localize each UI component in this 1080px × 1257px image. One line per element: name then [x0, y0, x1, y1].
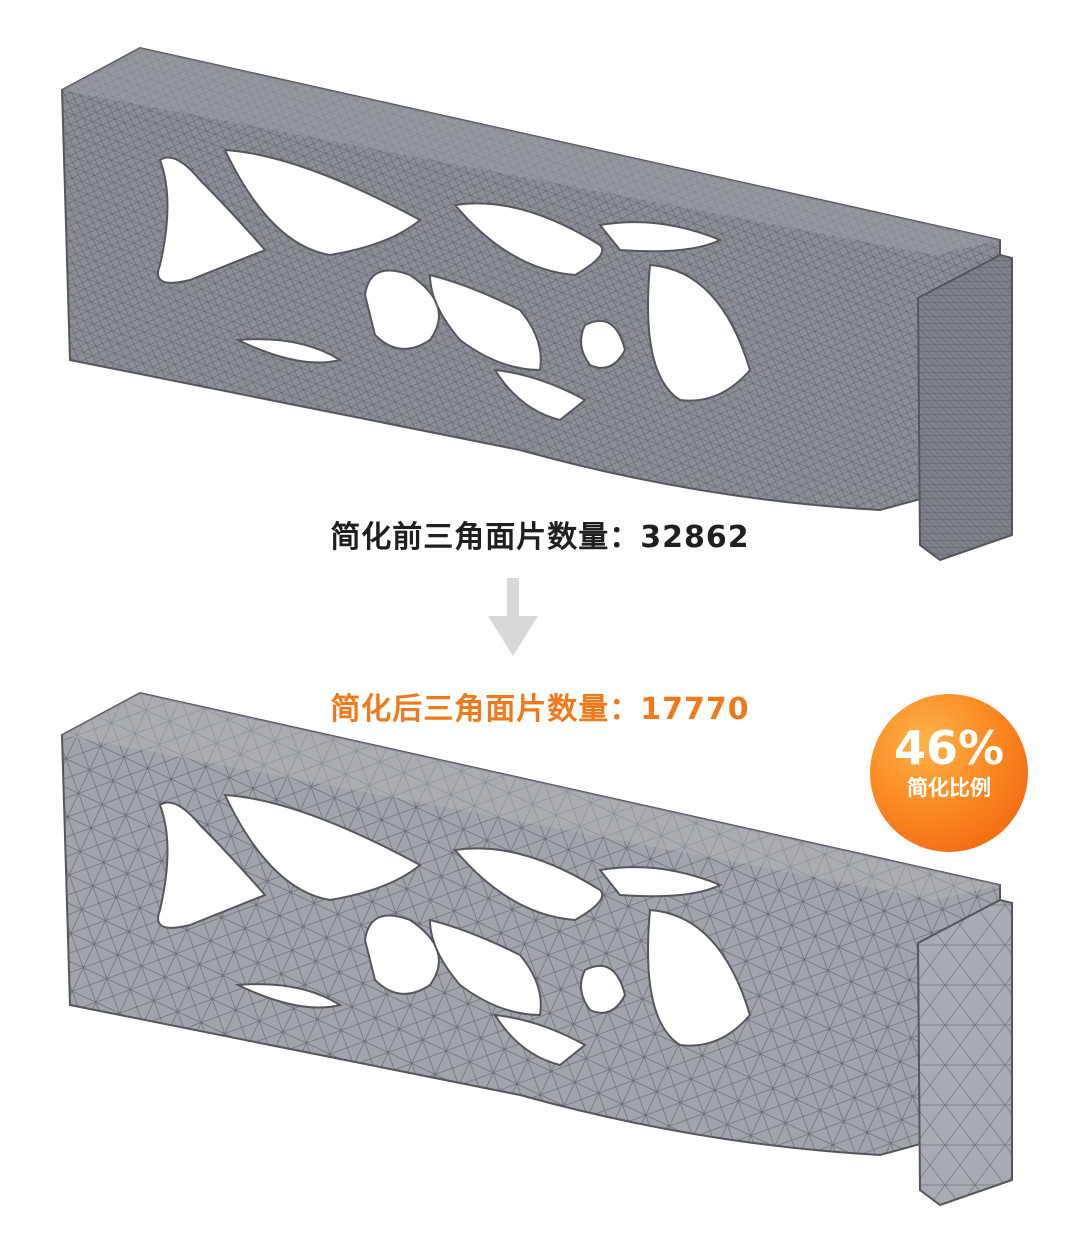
- mesh-after-image: [60, 691, 1013, 1207]
- mesh-before-image: [60, 46, 1013, 562]
- simplification-ratio-badge: 46% 简化比例: [870, 694, 1028, 852]
- simplification-label: 简化比例: [907, 776, 991, 800]
- simplification-percent: 46%: [893, 721, 1005, 775]
- triangle-count-after: 简化后三角面片数量：17770: [330, 692, 750, 727]
- arrow-down-icon: [488, 578, 538, 656]
- mesh-before-holes: [157, 148, 752, 422]
- triangle-count-before: 简化前三角面片数量：32862: [330, 520, 750, 555]
- mesh-after-holes: [157, 793, 752, 1067]
